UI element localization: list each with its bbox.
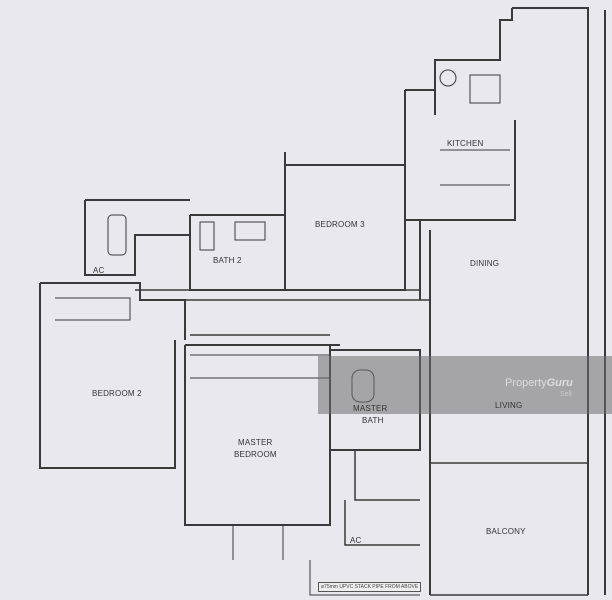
wall-right xyxy=(512,7,606,595)
label-ac-left: AC xyxy=(93,266,105,275)
label-bedroom2: BEDROOM 2 xyxy=(92,389,142,398)
label-balcony: BALCONY xyxy=(486,527,526,536)
watermark-band xyxy=(318,356,612,414)
watermark-sub: Sell xyxy=(560,391,572,398)
wall-kitchen xyxy=(404,89,516,221)
watermark-brand-b: Guru xyxy=(546,377,573,389)
wall-bath2 xyxy=(189,214,285,291)
watermark-logo: PropertyGuru xyxy=(505,377,573,389)
label-master-bedroom-2: BEDROOM xyxy=(234,450,277,459)
label-living: LIVING xyxy=(495,401,523,410)
label-master-bedroom-1: MASTER xyxy=(238,438,273,447)
label-kitchen: KITCHEN xyxy=(447,139,484,148)
wall-kitchen-top xyxy=(434,8,513,115)
wall-bedroom2 xyxy=(39,282,186,469)
stack-pipe-note: ø75mm UPVC STACK PIPE FROM ABOVE xyxy=(318,582,422,592)
label-master-bath-1: MASTER xyxy=(353,404,388,413)
label-master-bath-2: BATH xyxy=(362,416,384,425)
watermark-brand-a: Property xyxy=(505,377,547,389)
label-bedroom3: BEDROOM 3 xyxy=(315,220,365,229)
label-bath2: BATH 2 xyxy=(213,256,242,265)
sink-icon xyxy=(439,69,457,87)
wall-master-bedroom xyxy=(184,344,340,526)
label-ac-bottom: AC xyxy=(350,536,362,545)
wall-ac-left xyxy=(84,199,190,276)
label-dining: DINING xyxy=(470,259,500,268)
